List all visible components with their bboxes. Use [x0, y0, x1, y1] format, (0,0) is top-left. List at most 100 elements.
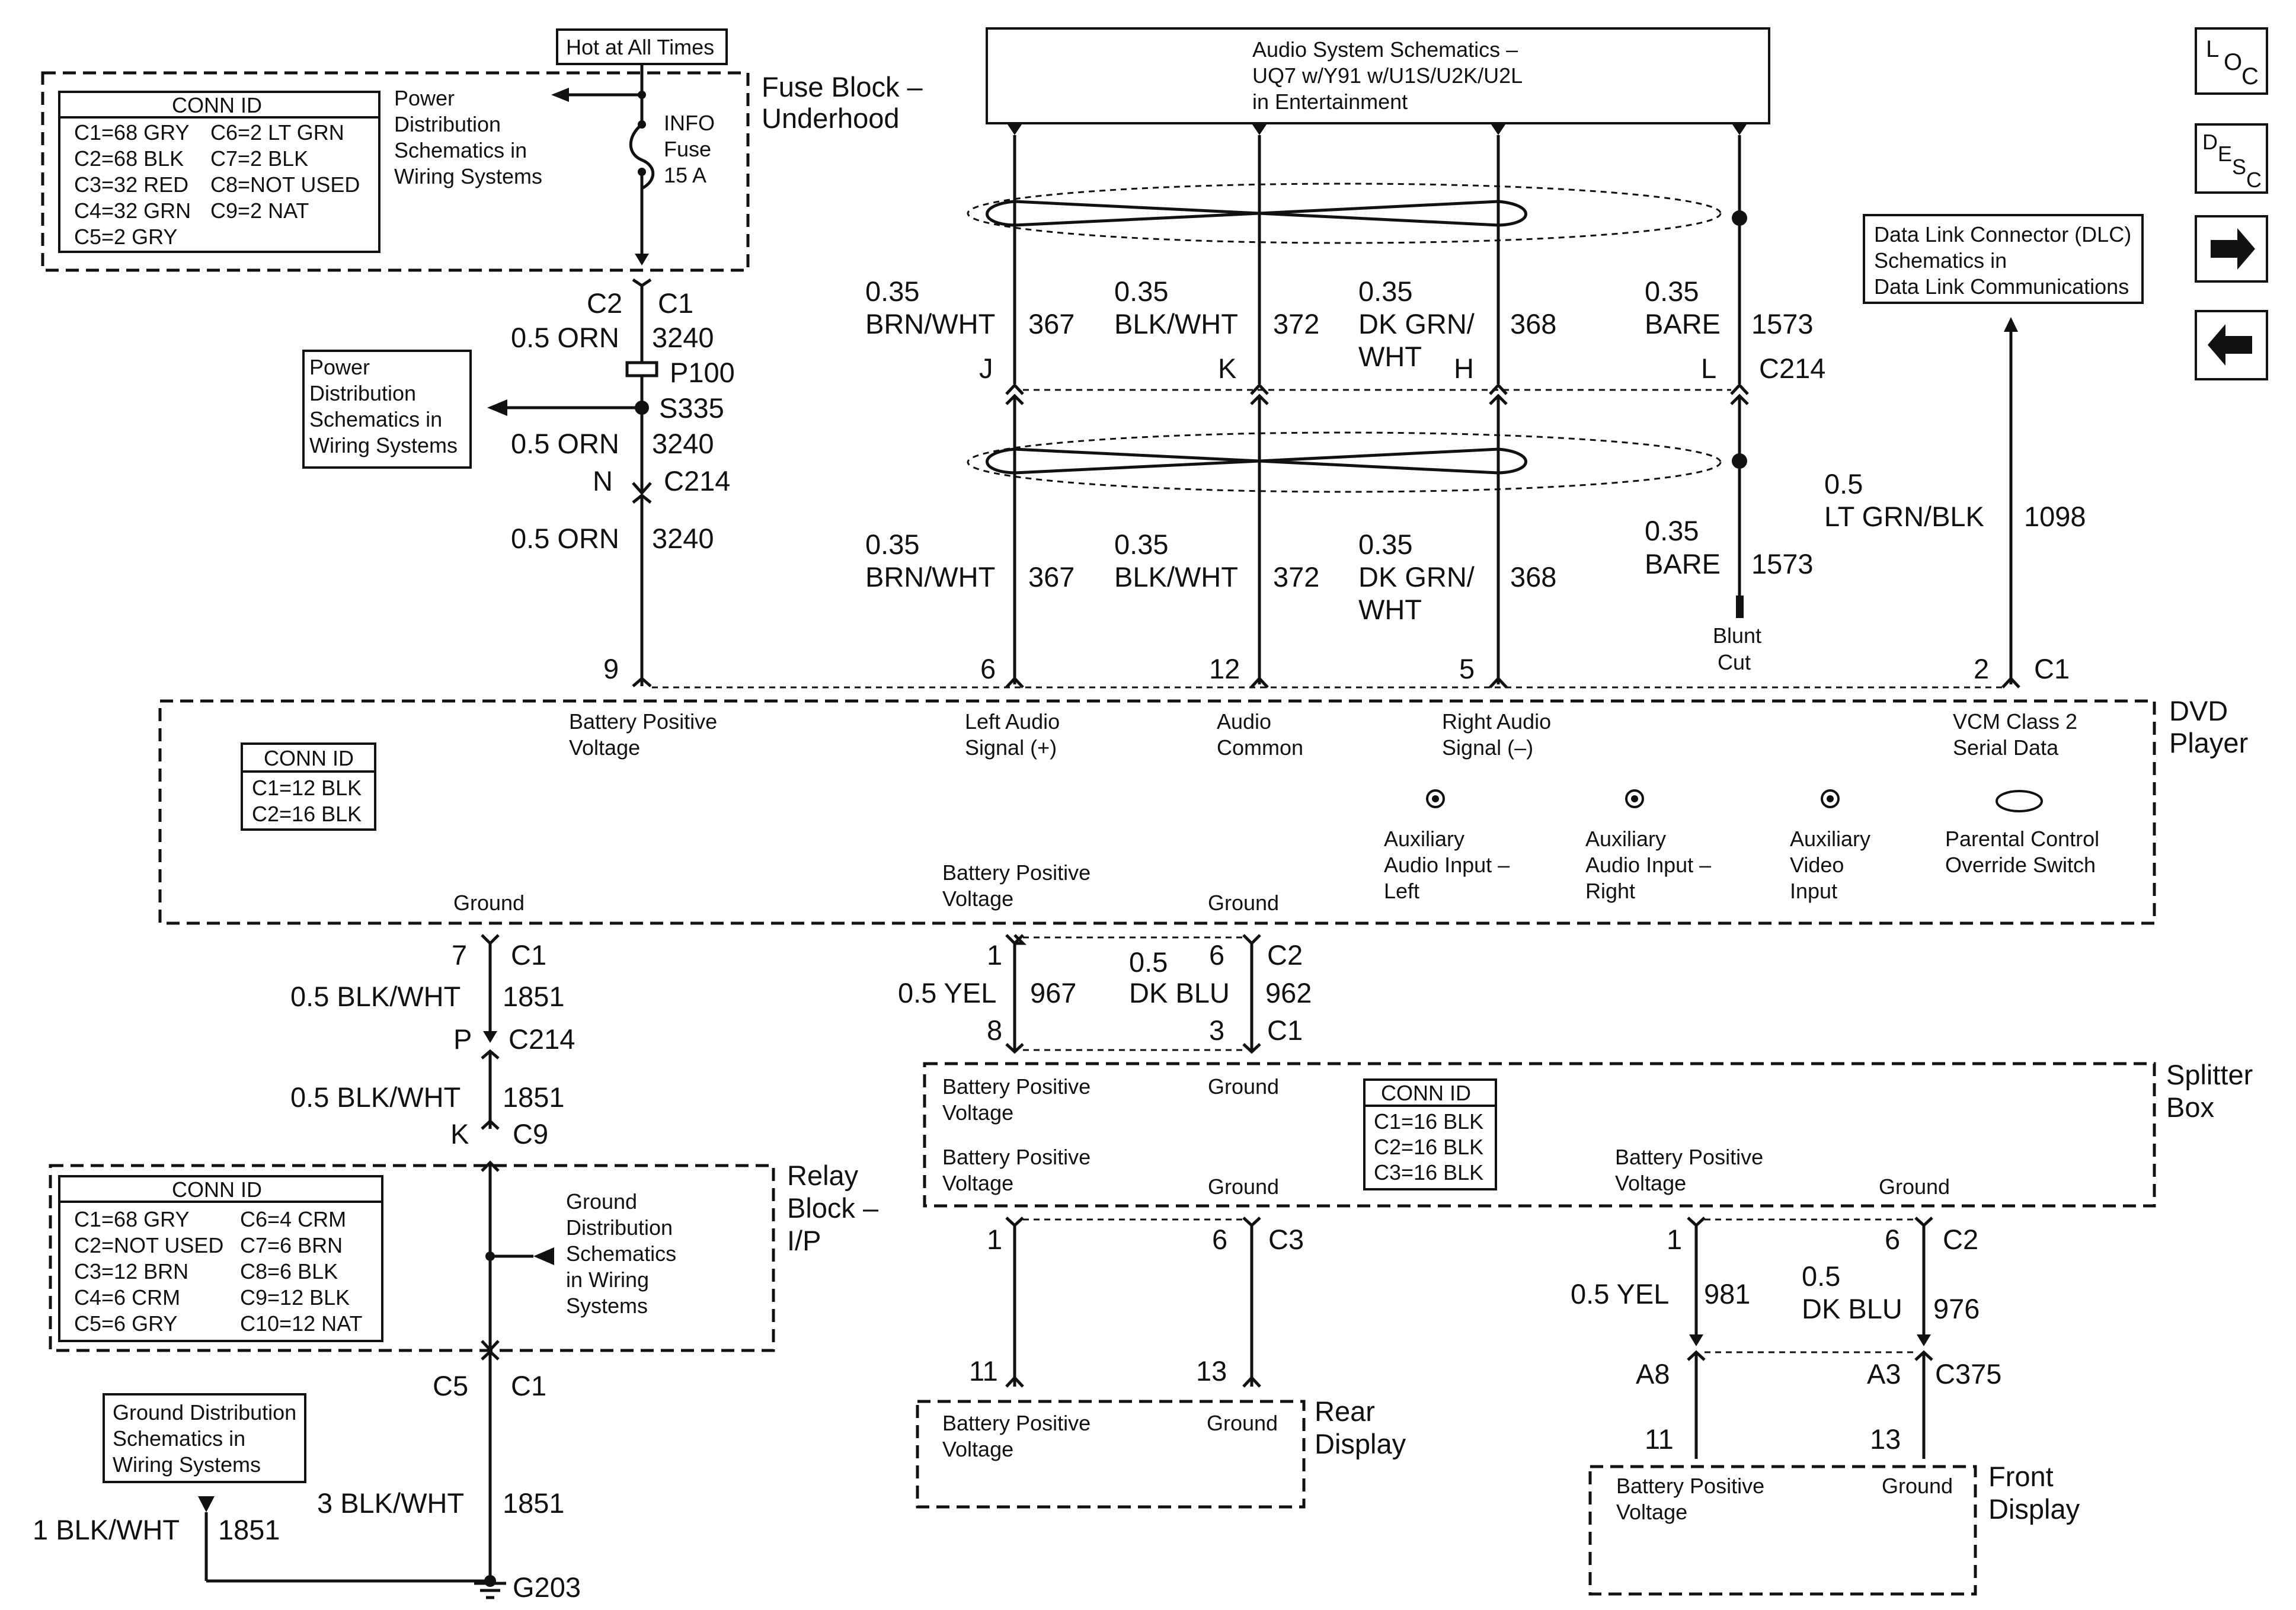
splitter-box: Splitter Box Battery Positive Voltage Gr…	[923, 1059, 2253, 1208]
svg-text:Ground: Ground	[1207, 1411, 1278, 1435]
front-wire-labels: 1 6 C2 0.5 YEL 981 0.5 DK BLU 976 A8 A3 …	[1571, 1224, 2001, 1455]
svg-text:C2: C2	[1943, 1224, 1978, 1255]
svg-text:0.35: 0.35	[865, 276, 919, 307]
aux-audio-right-jack-icon	[1625, 789, 1644, 808]
svg-text:3240: 3240	[652, 523, 714, 554]
svg-text:Signal (–): Signal (–)	[1442, 735, 1533, 760]
svg-text:Ground Distribution: Ground Distribution	[113, 1400, 296, 1425]
svg-text:13: 13	[1870, 1423, 1901, 1455]
next-page-button[interactable]	[2195, 215, 2268, 283]
svg-text:S: S	[2232, 155, 2246, 179]
svg-text:Blunt: Blunt	[1713, 623, 1761, 648]
svg-text:Battery Positive: Battery Positive	[1616, 1474, 1764, 1498]
svg-text:BARE: BARE	[1645, 548, 1721, 580]
dlc-reference[interactable]: Data Link Connector (DLC) Schematics in …	[1863, 214, 2144, 304]
svg-text:Battery Positive: Battery Positive	[942, 1074, 1091, 1099]
svg-text:C214: C214	[509, 1023, 575, 1055]
svg-text:CONN ID: CONN ID	[264, 746, 354, 770]
svg-text:Distribution: Distribution	[394, 112, 501, 136]
svg-text:367: 367	[1028, 308, 1075, 340]
svg-text:C7=2 BLK: C7=2 BLK	[210, 146, 308, 171]
svg-text:H: H	[1454, 353, 1474, 384]
svg-text:L: L	[1701, 353, 1716, 384]
svg-text:D: D	[2202, 130, 2218, 154]
svg-text:C1=16 BLK: C1=16 BLK	[1374, 1109, 1483, 1134]
svg-text:Ground: Ground	[1208, 1174, 1279, 1199]
svg-text:976: 976	[1933, 1293, 1980, 1324]
svg-text:C2=16 BLK: C2=16 BLK	[252, 802, 362, 826]
svg-text:WHT: WHT	[1358, 341, 1422, 372]
svg-text:Right Audio: Right Audio	[1442, 709, 1551, 734]
svg-text:Schematics in: Schematics in	[394, 138, 527, 162]
svg-text:C1=68 GRY: C1=68 GRY	[74, 120, 189, 145]
svg-text:0.35: 0.35	[865, 529, 919, 560]
svg-text:Audio Input –: Audio Input –	[1585, 853, 1711, 877]
svg-text:DK GRN/: DK GRN/	[1358, 308, 1475, 340]
svg-text:372: 372	[1273, 561, 1319, 593]
svg-text:11: 11	[969, 1355, 998, 1387]
dvd-player: DVD Player Battery Positive Voltage Left…	[158, 695, 2248, 925]
svg-text:Override Switch: Override Switch	[1945, 853, 2096, 877]
svg-text:11: 11	[1645, 1423, 1674, 1455]
svg-text:1851: 1851	[218, 1514, 280, 1545]
ground-distribution-reference-relay[interactable]: Ground Distribution Schematics in Wiring…	[566, 1189, 676, 1318]
svg-text:K: K	[1218, 353, 1236, 384]
arrow-left-icon	[2208, 324, 2252, 366]
svg-text:Systems: Systems	[566, 1294, 648, 1318]
svg-text:C2: C2	[587, 287, 622, 319]
svg-text:5: 5	[1459, 653, 1475, 684]
svg-text:3 BLK/WHT: 3 BLK/WHT	[317, 1487, 464, 1519]
svg-text:K: K	[450, 1118, 469, 1150]
svg-text:Input: Input	[1790, 879, 1837, 903]
dvd-ground-wire	[198, 934, 554, 1599]
svg-text:13: 13	[1196, 1355, 1227, 1387]
svg-text:C4=6 CRM: C4=6 CRM	[74, 1285, 180, 1310]
svg-text:CONN ID: CONN ID	[1381, 1081, 1471, 1105]
svg-text:Schematics: Schematics	[566, 1241, 676, 1266]
svg-text:0.5: 0.5	[1802, 1260, 1840, 1292]
dvd-to-splitter-wires	[1005, 934, 1261, 1054]
audio-wire-labels: 0.35 BRN/WHT 367 0.35 BLK/WHT 372 0.35 D…	[603, 276, 2086, 684]
svg-text:6: 6	[1212, 1224, 1227, 1255]
svg-text:O: O	[2224, 49, 2242, 75]
svg-text:1851: 1851	[503, 981, 565, 1012]
svg-text:Distribution: Distribution	[566, 1215, 673, 1240]
svg-text:Battery Positive: Battery Positive	[942, 1145, 1091, 1169]
arrow-right-icon	[2211, 228, 2255, 270]
svg-text:WHT: WHT	[1358, 594, 1422, 625]
svg-text:Audio System Schematics –: Audio System Schematics –	[1252, 37, 1518, 62]
svg-text:Wiring Systems: Wiring Systems	[394, 164, 542, 188]
rear-display: Rear Display Battery Positive Voltage Gr…	[916, 1395, 1406, 1509]
previous-page-button[interactable]	[2195, 310, 2268, 380]
svg-text:A3: A3	[1867, 1358, 1901, 1390]
svg-text:Ground: Ground	[453, 891, 525, 915]
svg-text:9: 9	[603, 653, 619, 684]
svg-text:C6=4 CRM: C6=4 CRM	[240, 1207, 346, 1231]
svg-text:0.5: 0.5	[1129, 946, 1168, 978]
svg-text:C5=2 GRY: C5=2 GRY	[74, 225, 177, 249]
svg-text:C: C	[2246, 168, 2262, 192]
desc-button[interactable]: D E S C	[2195, 123, 2268, 194]
svg-text:Common: Common	[1217, 735, 1303, 760]
svg-text:Battery Positive: Battery Positive	[1615, 1145, 1763, 1169]
svg-text:BRN/WHT: BRN/WHT	[865, 561, 995, 593]
svg-text:Ground: Ground	[1208, 1074, 1279, 1099]
front-display: Front Display Battery Positive Voltage G…	[1588, 1461, 2080, 1596]
audio-system-reference[interactable]: Audio System Schematics – UQ7 w/Y91 w/U1…	[986, 27, 1770, 124]
svg-text:C1: C1	[1267, 1014, 1303, 1046]
svg-text:C1: C1	[2034, 653, 2070, 684]
svg-text:Display: Display	[1988, 1493, 2080, 1525]
svg-text:0.35: 0.35	[1645, 276, 1699, 307]
svg-text:Ground: Ground	[1208, 891, 1279, 915]
loc-button[interactable]: L O C	[2195, 27, 2268, 95]
power-distribution-reference[interactable]: Power Distribution Schematics in Wiring …	[302, 350, 472, 469]
svg-text:in Wiring: in Wiring	[566, 1267, 649, 1292]
ground-distribution-reference[interactable]: Ground Distribution Schematics in Wiring…	[103, 1393, 306, 1483]
svg-text:368: 368	[1510, 308, 1556, 340]
svg-text:C9=12 BLK: C9=12 BLK	[240, 1285, 350, 1310]
svg-text:Splitter: Splitter	[2166, 1059, 2253, 1090]
svg-text:2: 2	[1974, 653, 1989, 684]
svg-text:A8: A8	[1636, 1358, 1670, 1390]
svg-text:Rear: Rear	[1315, 1395, 1375, 1427]
svg-text:0.5 YEL: 0.5 YEL	[898, 977, 996, 1009]
